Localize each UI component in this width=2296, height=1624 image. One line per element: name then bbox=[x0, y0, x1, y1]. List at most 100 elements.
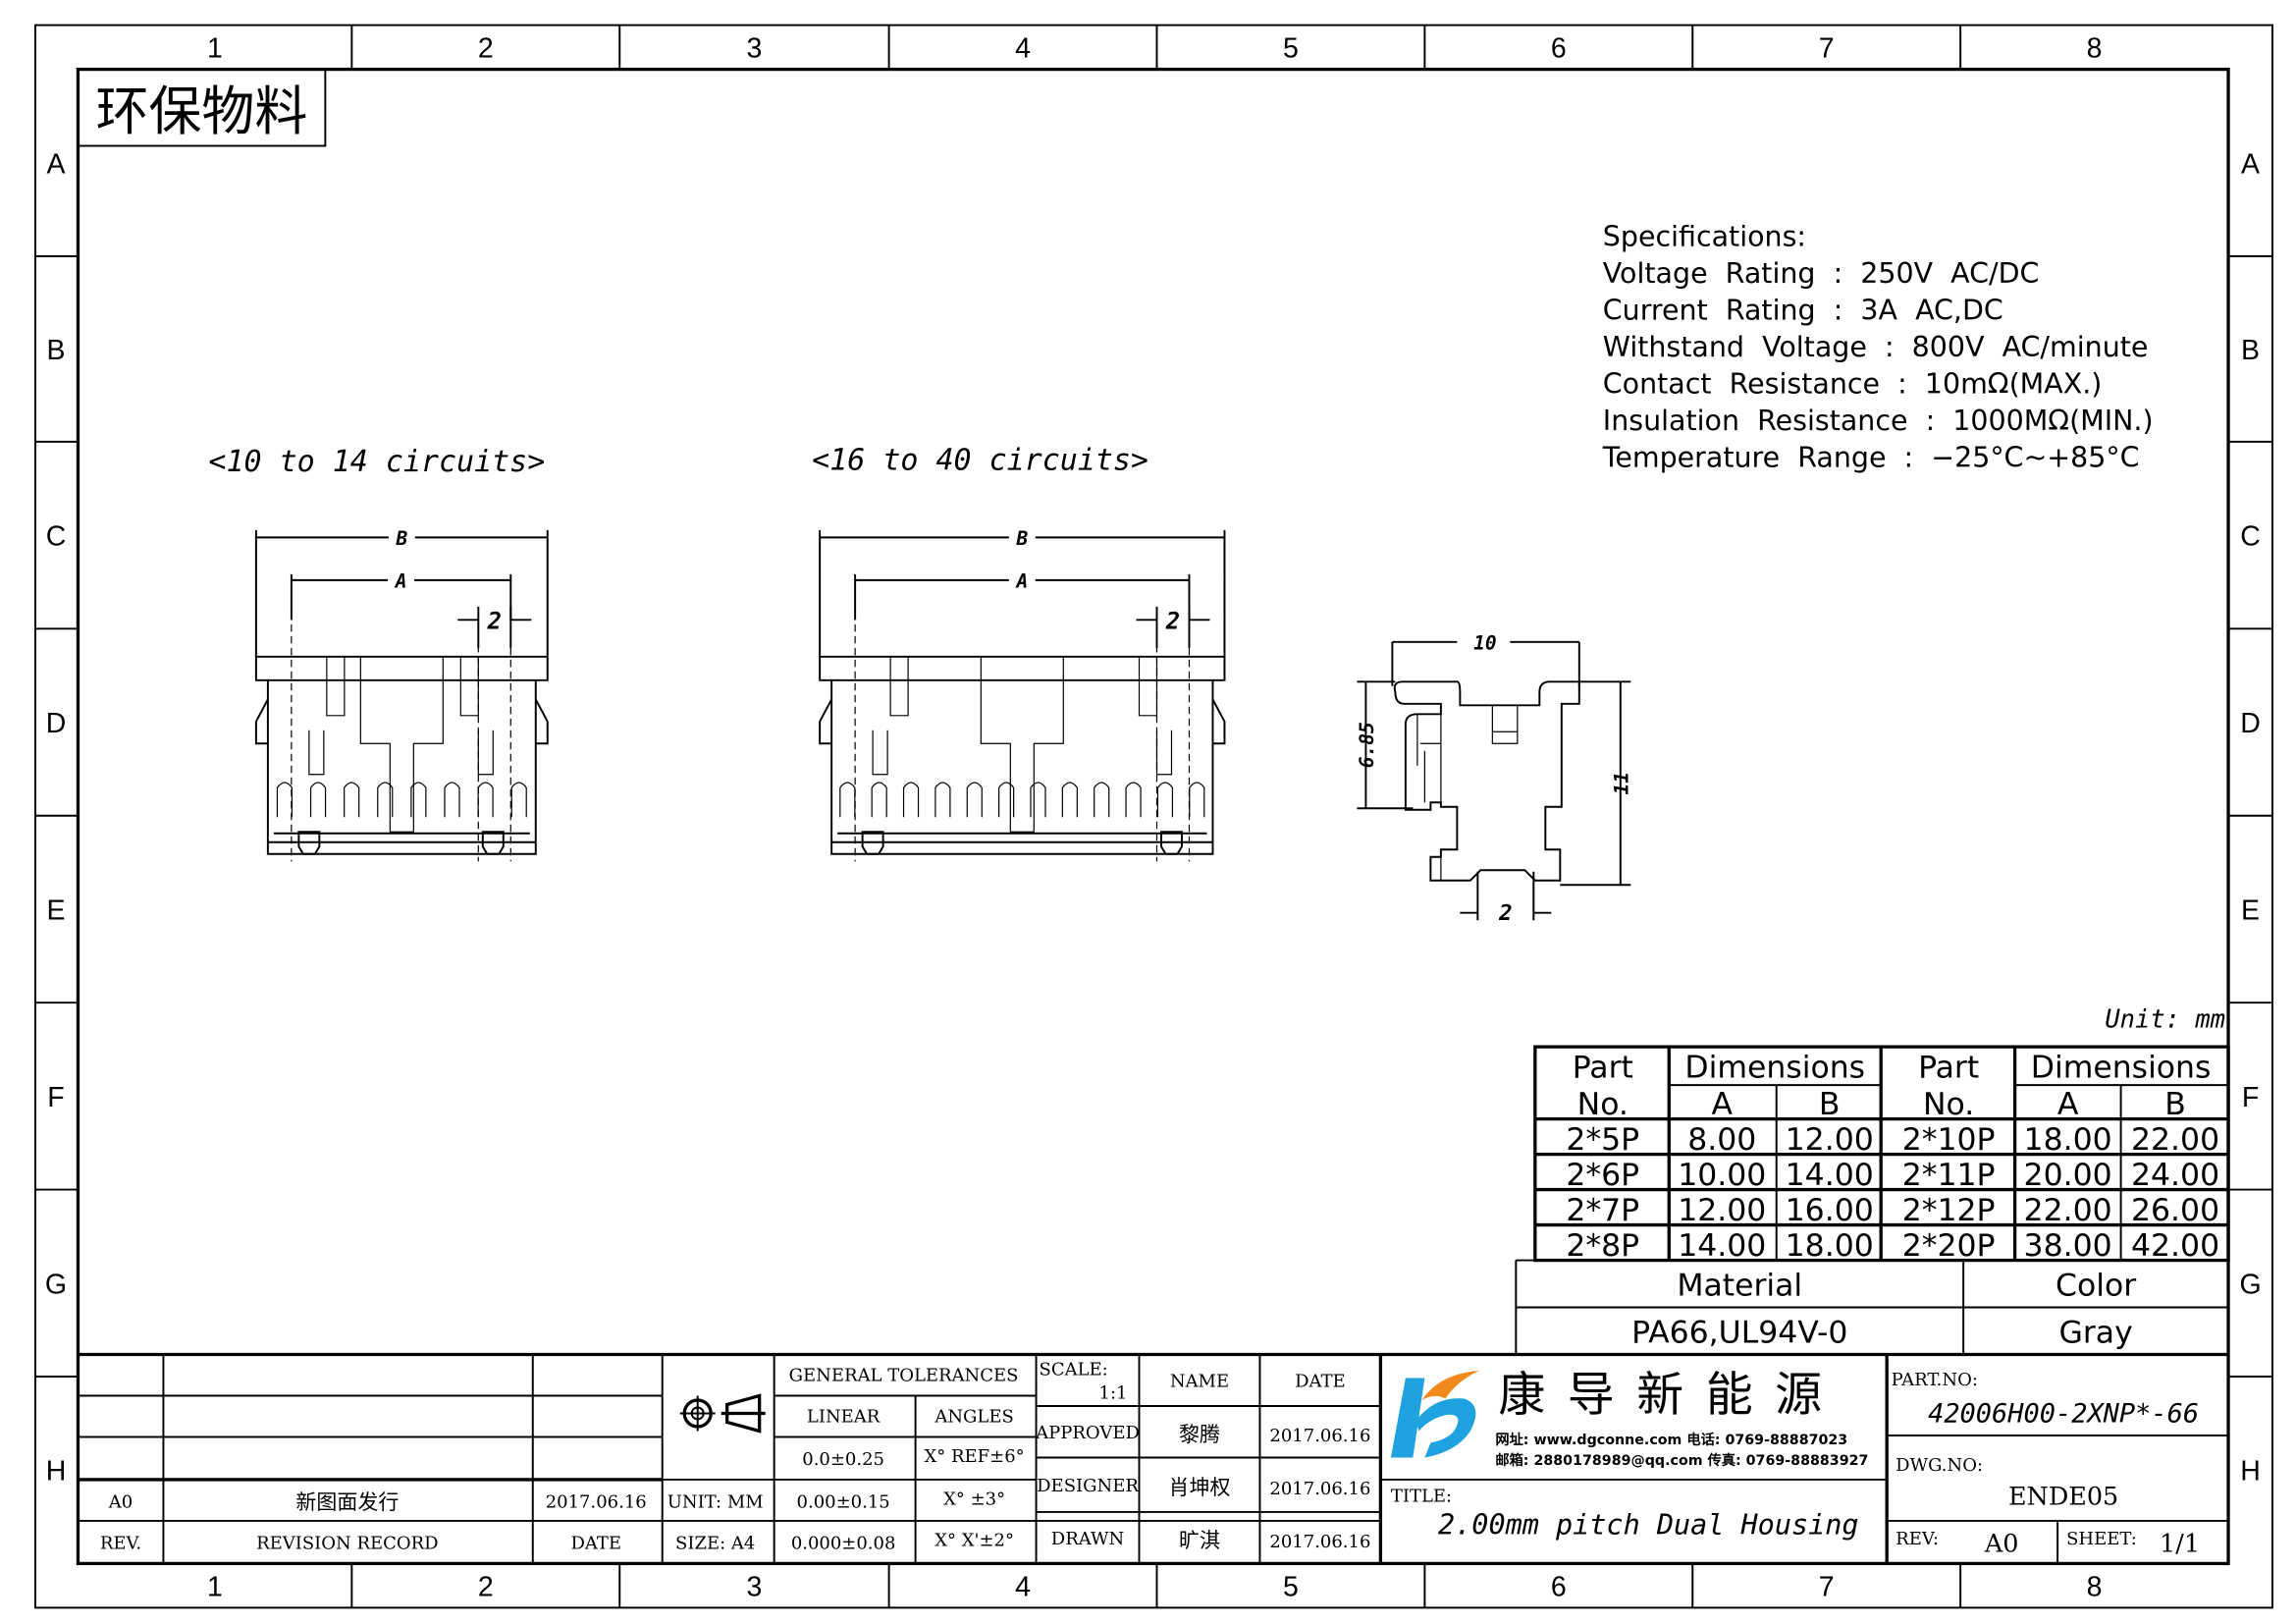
part-number-cell: 2*7P bbox=[1566, 1193, 1639, 1228]
dimension-cell: 22.00 bbox=[2131, 1122, 2219, 1158]
dimension-a-label: A bbox=[1014, 569, 1028, 592]
pin-slot bbox=[1125, 782, 1142, 818]
pin-slot bbox=[1061, 782, 1078, 818]
housing-body bbox=[819, 655, 1226, 855]
angles-label: ANGLES bbox=[934, 1406, 1013, 1427]
frame-column-label: 8 bbox=[2087, 1571, 2103, 1602]
frame-row-label: E bbox=[46, 894, 65, 926]
dimension-cell: 24.00 bbox=[2131, 1158, 2219, 1193]
frame-column-label: 2 bbox=[478, 33, 494, 65]
approved-name: 黎腾 bbox=[1179, 1423, 1220, 1446]
frame-column-label: 5 bbox=[1283, 1571, 1299, 1602]
dimension-cell: 42.00 bbox=[2131, 1228, 2219, 1264]
drawn-name: 旷淇 bbox=[1179, 1529, 1220, 1552]
pin-slot bbox=[1094, 782, 1110, 818]
dimension-cell: 38.00 bbox=[2024, 1228, 2112, 1264]
header-part: Part bbox=[1573, 1051, 1633, 1086]
frame-row-label: C bbox=[2240, 521, 2261, 553]
name-label: NAME bbox=[1170, 1371, 1229, 1391]
pin-slot bbox=[344, 782, 360, 818]
pin-slot bbox=[309, 782, 327, 818]
color-label: Color bbox=[2056, 1269, 2136, 1304]
side-height-dim: 11 bbox=[1610, 772, 1632, 794]
drawing-title: 2.00mm pitch Dual Housing bbox=[1438, 1508, 1858, 1541]
dimensions-table: Part No. Dimensions A B Part No. Dimensi… bbox=[1515, 1045, 2230, 1355]
pin-slot bbox=[410, 782, 427, 818]
pin-slot bbox=[934, 782, 951, 818]
scale-label: SCALE: bbox=[1040, 1360, 1108, 1380]
part-number-cell: 2*10P bbox=[1902, 1122, 1996, 1158]
front-view-large: BA2 bbox=[819, 525, 1226, 862]
left-view-heading: <10 to 14 circuits> bbox=[208, 445, 545, 479]
header-b: B bbox=[1819, 1087, 1841, 1122]
approved-date: 2017.06.16 bbox=[1269, 1426, 1370, 1446]
rev-label: REV: bbox=[1896, 1529, 1939, 1549]
label-bg bbox=[388, 568, 415, 589]
linear-tolerance: 0.000±0.08 bbox=[791, 1533, 896, 1553]
frame-column-label: 3 bbox=[746, 33, 762, 65]
header-no: No. bbox=[1923, 1087, 1974, 1122]
designer-name: 肖坤权 bbox=[1168, 1476, 1230, 1499]
revision-date: 2017.06.16 bbox=[546, 1491, 647, 1512]
revision-record: 新图面发行 bbox=[295, 1490, 399, 1514]
pin-slot bbox=[1189, 782, 1205, 818]
frame-row-label: F bbox=[47, 1082, 64, 1113]
pin-slot bbox=[902, 782, 920, 818]
lock-windows bbox=[308, 656, 494, 776]
header-a: A bbox=[1711, 1087, 1733, 1122]
linear-tolerance: 0.00±0.15 bbox=[797, 1491, 890, 1512]
pin-slot bbox=[998, 782, 1015, 818]
designer-label: DESIGNER bbox=[1037, 1476, 1139, 1496]
header-b: B bbox=[2164, 1087, 2186, 1122]
specifications-title: Specifications: bbox=[1603, 220, 1806, 252]
header-no: No. bbox=[1577, 1087, 1629, 1122]
frame-column-label: 1 bbox=[207, 1571, 223, 1602]
company-name: 康导新能源 bbox=[1498, 1367, 1843, 1422]
eco-material-stamp-box bbox=[77, 68, 327, 147]
dimension-cell: 16.00 bbox=[1786, 1193, 1874, 1228]
key-tab bbox=[297, 831, 505, 855]
spec-line: Contact Resistance : 10mΩ(MAX.) bbox=[1603, 367, 2103, 400]
part-no-value: 42006H00-2XNP*-66 bbox=[1928, 1398, 2199, 1429]
color-value: Gray bbox=[2058, 1316, 2132, 1351]
title-block: A0 新图面发行 2017.06.16 REV. REVISION RECORD… bbox=[78, 1352, 2229, 1564]
frame-row-label: D bbox=[2240, 708, 2261, 739]
drawn-date: 2017.06.16 bbox=[1269, 1532, 1370, 1552]
label-bg bbox=[388, 525, 415, 547]
company-contact-line: 邮箱: 2880178989@qq.com 传真: 0769-88883927 bbox=[1495, 1451, 1868, 1469]
header-part: Part bbox=[1918, 1051, 1979, 1086]
angle-tolerance: X° REF±6° bbox=[924, 1446, 1024, 1467]
right-view-heading: <16 to 40 circuits> bbox=[812, 443, 1148, 477]
header-dimensions: Dimensions bbox=[2031, 1051, 2212, 1086]
company-contact-line: 网址: www.dgconne.com 电话: 0769-88887023 bbox=[1495, 1431, 1847, 1448]
frame-column-label: 7 bbox=[1819, 33, 1835, 65]
side-width-dim: 10 bbox=[1473, 631, 1496, 654]
dimension-cell: 14.00 bbox=[1678, 1228, 1766, 1264]
pin-slot bbox=[444, 782, 460, 818]
revision-rev: A0 bbox=[108, 1491, 133, 1512]
linear-label: LINEAR bbox=[807, 1406, 881, 1427]
part-number-cell: 2*12P bbox=[1902, 1193, 1996, 1228]
part-no-label: PART.NO: bbox=[1892, 1370, 1978, 1390]
dimension-b-label: B bbox=[395, 527, 407, 550]
spec-line: Withstand Voltage : 800V AC/minute bbox=[1603, 331, 2149, 363]
part-number-cell: 2*20P bbox=[1902, 1228, 1996, 1264]
title-label: TITLE: bbox=[1391, 1486, 1452, 1506]
frame-row-label: H bbox=[46, 1456, 67, 1488]
part-number-cell: 2*5P bbox=[1566, 1122, 1639, 1158]
material-value: PA66,UL94V-0 bbox=[1631, 1316, 1847, 1351]
unit-field: UNIT: MM bbox=[667, 1491, 764, 1512]
angle-tolerance: X° X'±2° bbox=[934, 1530, 1014, 1550]
center-lines bbox=[854, 588, 1191, 862]
frame-row-label: B bbox=[46, 335, 65, 366]
lock-windows bbox=[872, 656, 1173, 776]
spec-line: Current Rating : 3A AC,DC bbox=[1603, 294, 2003, 326]
header-dimensions: Dimensions bbox=[1684, 1051, 1865, 1086]
rev-value: A0 bbox=[1984, 1529, 2019, 1558]
dimension-cell: 26.00 bbox=[2131, 1193, 2219, 1228]
side-partial-height-dim: 6.85 bbox=[1356, 722, 1378, 768]
